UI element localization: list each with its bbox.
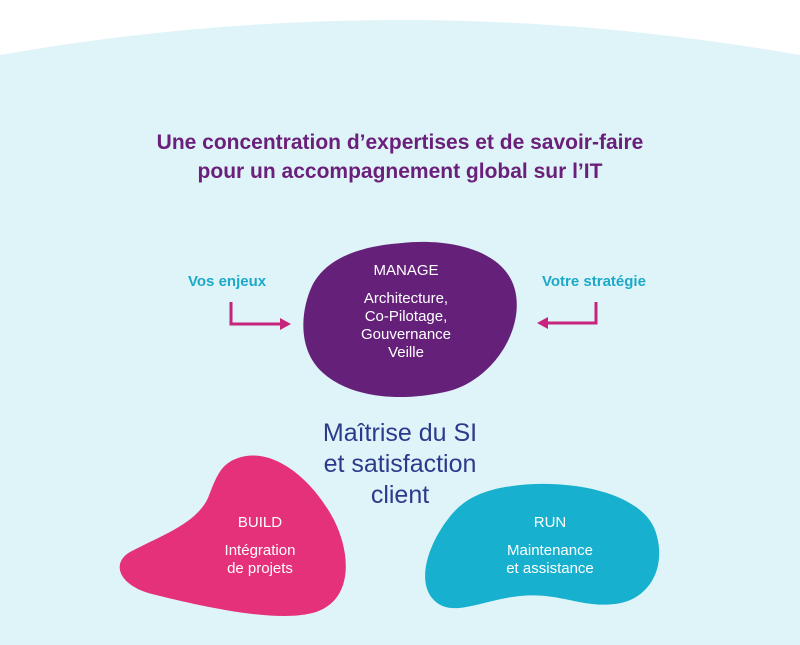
center-caption: Maîtrise du SI et satisfaction client <box>280 418 520 511</box>
run-heading: RUN <box>533 514 567 531</box>
manage-line: Architecture, <box>363 290 449 307</box>
right-arrow-icon <box>546 302 598 325</box>
run-line: et assistance <box>506 560 594 577</box>
run-blob <box>425 483 660 609</box>
left-arrowhead-icon <box>280 318 291 330</box>
left-arrow-icon <box>229 302 282 326</box>
center-line: et satisfaction <box>323 450 477 478</box>
left-input-label: Vos enjeux <box>188 273 267 290</box>
manage-blob <box>303 241 517 398</box>
manage-line: Veille <box>388 344 424 361</box>
build-line: Intégration <box>224 542 296 559</box>
right-input-label: Votre stratégie <box>542 273 646 290</box>
manage-line: Gouvernance <box>360 326 452 343</box>
title-line-1: Une concentration d’expertises et de sav… <box>156 131 644 154</box>
manage-line: Co-Pilotage, <box>364 308 448 325</box>
title-line-2: pour un accompagnement global sur l’IT <box>197 160 603 183</box>
build-label: BUILD Intégration de projets <box>200 514 320 578</box>
center-line: Maîtrise du SI <box>322 419 478 447</box>
build-heading: BUILD <box>237 514 283 531</box>
run-line: Maintenance <box>507 542 593 559</box>
manage-heading: MANAGE <box>373 262 439 279</box>
top-arc-decoration <box>0 0 800 55</box>
manage-label: MANAGE Architecture, Co-Pilotage, Gouver… <box>336 262 476 362</box>
build-blob <box>119 455 346 616</box>
run-label: RUN Maintenance et assistance <box>480 514 620 578</box>
right-arrowhead-icon <box>537 317 548 329</box>
build-line: de projets <box>227 560 293 577</box>
page-title: Une concentration d’expertises et de sav… <box>0 128 800 186</box>
center-line: client <box>370 481 430 509</box>
